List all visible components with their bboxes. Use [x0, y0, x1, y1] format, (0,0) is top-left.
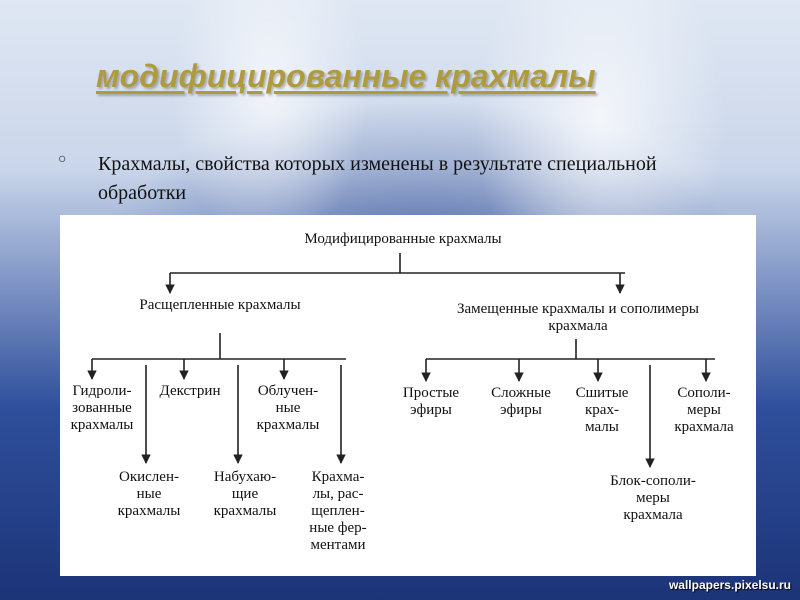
bullet-icon: ○ — [58, 152, 67, 167]
diagram-connectors — [87, 253, 715, 468]
node-crosslinked: Сшитые крах- малы — [575, 385, 629, 435]
node-simple-ethers: Простые эфиры — [402, 385, 460, 418]
node-esters: Сложные эфиры — [491, 385, 551, 418]
node-substituted-starches: Замещенные крахмалы и сополимеры крахмал… — [456, 301, 699, 334]
slide-title: модифицированные крахмалы — [96, 58, 596, 94]
node-swelling: Набухаю- щие крахмалы — [213, 469, 277, 519]
watermark: wallpapers.pixelsu.ru — [668, 578, 791, 592]
node-hydrolyzed: Гидроли- зованные крахмалы — [70, 383, 134, 433]
diagram-panel: Модифицированные крахмалы Расщепленные к… — [60, 215, 756, 576]
slide-bullet-text: Крахмалы, свойства которых изменены в ре… — [98, 153, 657, 204]
node-dextrin: Декстрин — [159, 383, 221, 399]
node-irradiated: Облучен- ные крахмалы — [256, 383, 320, 433]
node-block-copolymers: Блок-сополи- меры крахмала — [610, 473, 696, 523]
node-enzymatic: Крахма- лы, рас- щеплен- ные фер- ментам… — [309, 469, 367, 553]
node-root: Модифицированные крахмалы — [304, 231, 502, 247]
node-copolymers: Сополи- меры крахмала — [674, 385, 734, 435]
node-split-starches: Расщепленные крахмалы — [139, 297, 301, 313]
node-oxidized: Окислен- ные крахмалы — [117, 469, 181, 519]
